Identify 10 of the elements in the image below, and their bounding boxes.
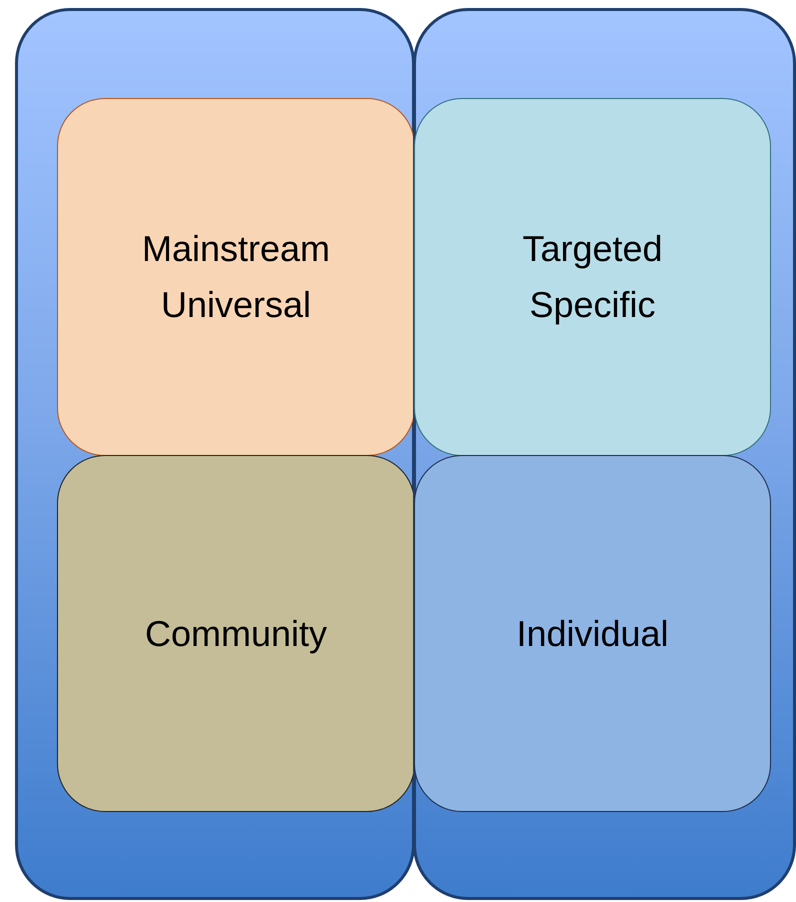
column-panel xyxy=(15,8,415,900)
quadrant-box xyxy=(414,455,771,812)
box-label: Targeted Specific xyxy=(521,227,664,327)
quadrant-box xyxy=(57,455,415,812)
box-label: Individual xyxy=(516,612,669,656)
box-label: Community xyxy=(144,612,328,656)
quadrant-box xyxy=(414,98,771,456)
quadrant-box xyxy=(57,98,415,456)
box-label: Mainstream Universal xyxy=(140,227,332,327)
column-panel xyxy=(413,8,796,900)
